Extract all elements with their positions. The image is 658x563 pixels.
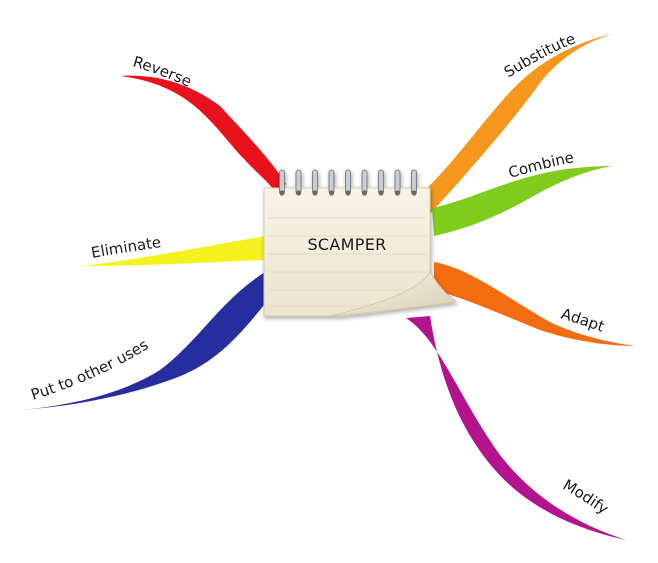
central-notepad bbox=[263, 169, 458, 317]
binding-ring bbox=[345, 169, 351, 195]
branch-eliminate bbox=[82, 236, 268, 266]
binding-hole bbox=[279, 190, 285, 196]
binding-ring bbox=[378, 169, 384, 195]
binding-hole bbox=[394, 190, 401, 196]
binding-hole bbox=[411, 190, 417, 196]
branch-label-put-to-other-uses: Put to other uses bbox=[29, 335, 152, 403]
binding-ring bbox=[312, 169, 318, 195]
branch-label-modify: Modify bbox=[560, 476, 612, 518]
binding-ring bbox=[394, 169, 401, 195]
branch-adapt bbox=[434, 262, 636, 346]
spiral-binding bbox=[279, 169, 417, 196]
binding-ring bbox=[361, 169, 368, 195]
central-topic-label: SCAMPER bbox=[307, 235, 386, 254]
branch-combine bbox=[432, 166, 612, 236]
branch-put-to-other-uses bbox=[22, 270, 268, 410]
binding-hole bbox=[312, 190, 318, 196]
branch-modify bbox=[406, 316, 626, 540]
binding-hole bbox=[345, 190, 351, 196]
binding-hole bbox=[361, 190, 368, 196]
binding-hole bbox=[328, 190, 335, 196]
branch-reverse bbox=[120, 75, 286, 192]
binding-hole bbox=[295, 190, 302, 196]
binding-ring bbox=[279, 169, 285, 195]
branch-substitute bbox=[418, 34, 612, 214]
binding-ring bbox=[295, 169, 302, 195]
notepad-page-curl bbox=[329, 271, 458, 317]
binding-hole bbox=[378, 190, 384, 196]
binding-ring bbox=[411, 169, 417, 195]
binding-ring bbox=[328, 169, 335, 195]
